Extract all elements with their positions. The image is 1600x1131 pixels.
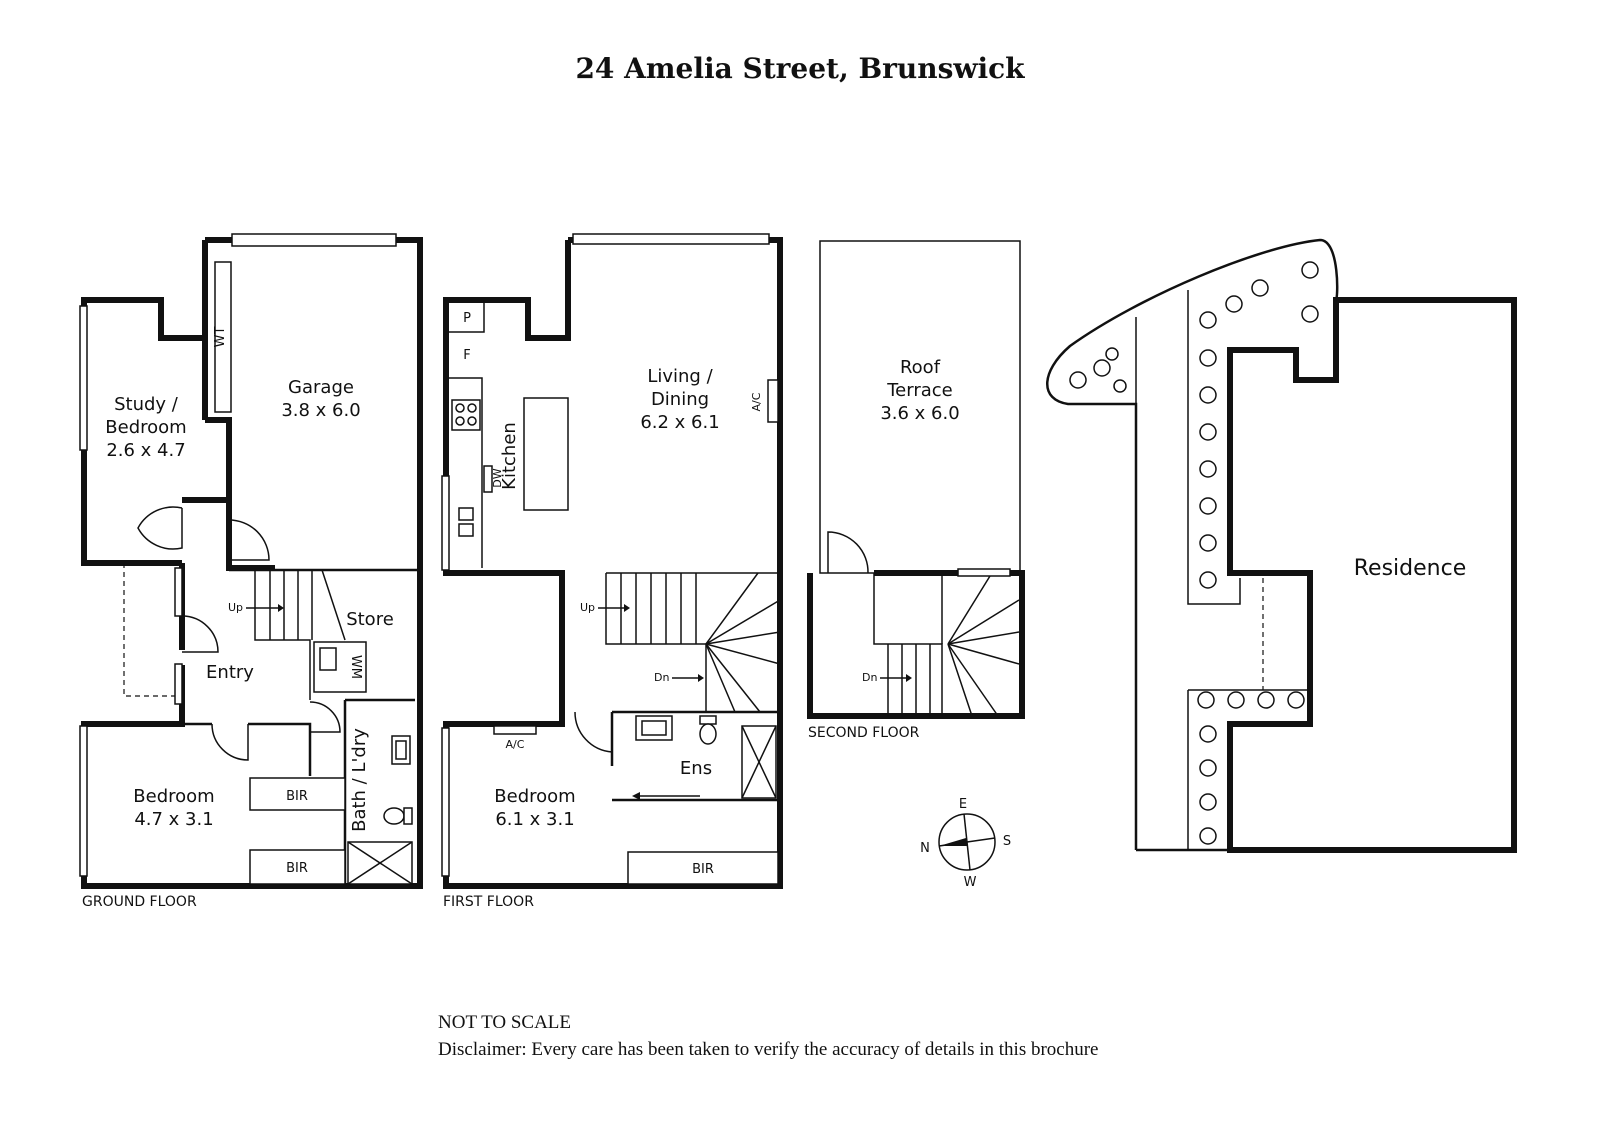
compass-w: W [964, 875, 977, 890]
study-dims: 2.6 x 4.7 [106, 440, 185, 461]
stairs-first [605, 572, 781, 713]
living-label-1: Living / [647, 366, 713, 387]
entry-label: Entry [206, 662, 254, 683]
bedroom-ground-label: Bedroom [133, 786, 214, 807]
ac-bed-label: A/C [506, 738, 525, 751]
study-label-2: Bedroom [105, 417, 186, 438]
store-label: Store [346, 609, 394, 630]
garage-label: Garage [288, 377, 354, 398]
fridge-label: F [463, 348, 470, 363]
first-floor-label: FIRST FLOOR [443, 894, 534, 910]
bath-label: Bath / L'dry [349, 728, 370, 832]
bir-ground-2: BIR [286, 861, 308, 876]
roof-dims: 3.6 x 6.0 [880, 403, 959, 424]
dw-label: DW [491, 468, 504, 487]
second-floor-label: SECOND FLOOR [808, 725, 920, 741]
up-ground-label: Up [228, 601, 243, 614]
up-first-label: Up [580, 601, 595, 614]
compass-e: E [959, 797, 967, 812]
dn-first-label: Dn [654, 671, 669, 684]
ground-floor-plan: WT Up WM Bath / L'dry [79, 233, 423, 910]
ac-living-label: A/C [750, 392, 763, 411]
study-label-1: Study / [114, 394, 179, 415]
stairs-ground [269, 570, 313, 640]
compass: E S W N [920, 797, 1011, 890]
ens-label: Ens [680, 758, 712, 779]
bedroom-first-dims: 6.1 x 3.1 [495, 809, 574, 830]
pantry-label: P [463, 311, 471, 326]
living-label-2: Dining [651, 389, 709, 410]
bedroom-ground-dims: 4.7 x 3.1 [134, 809, 213, 830]
second-floor-plan: Dn Roof Terrace 3.6 x 6.0 SECOND FLOOR [807, 240, 1025, 741]
bir-first: BIR [692, 862, 714, 877]
residence-label: Residence [1354, 556, 1466, 581]
disclaimer: Disclaimer: Every care has been taken to… [438, 1039, 1099, 1060]
wm-label: WM [348, 655, 363, 679]
ground-floor-label: GROUND FLOOR [82, 894, 197, 910]
kitchen-label: Kitchen [499, 422, 520, 490]
bir-ground-1: BIR [286, 789, 308, 804]
dn-second-label: Dn [862, 671, 877, 684]
wt-label: WT [213, 327, 228, 348]
first-floor-plan: P F DW Kitchen A/C [441, 233, 783, 910]
garden-plants [1069, 261, 1319, 845]
compass-n: N [920, 841, 930, 856]
garage-dims: 3.8 x 6.0 [281, 400, 360, 421]
compass-s: S [1003, 834, 1011, 849]
roof-label-1: Roof [900, 357, 941, 378]
scale-note: NOT TO SCALE [438, 1012, 571, 1033]
site-plan: Residence [1046, 238, 1517, 853]
living-dims: 6.2 x 6.1 [640, 412, 719, 433]
bedroom-first-label: Bedroom [494, 786, 575, 807]
roof-label-2: Terrace [886, 380, 953, 401]
page-title: 24 Amelia Street, Brunswick [575, 52, 1025, 85]
